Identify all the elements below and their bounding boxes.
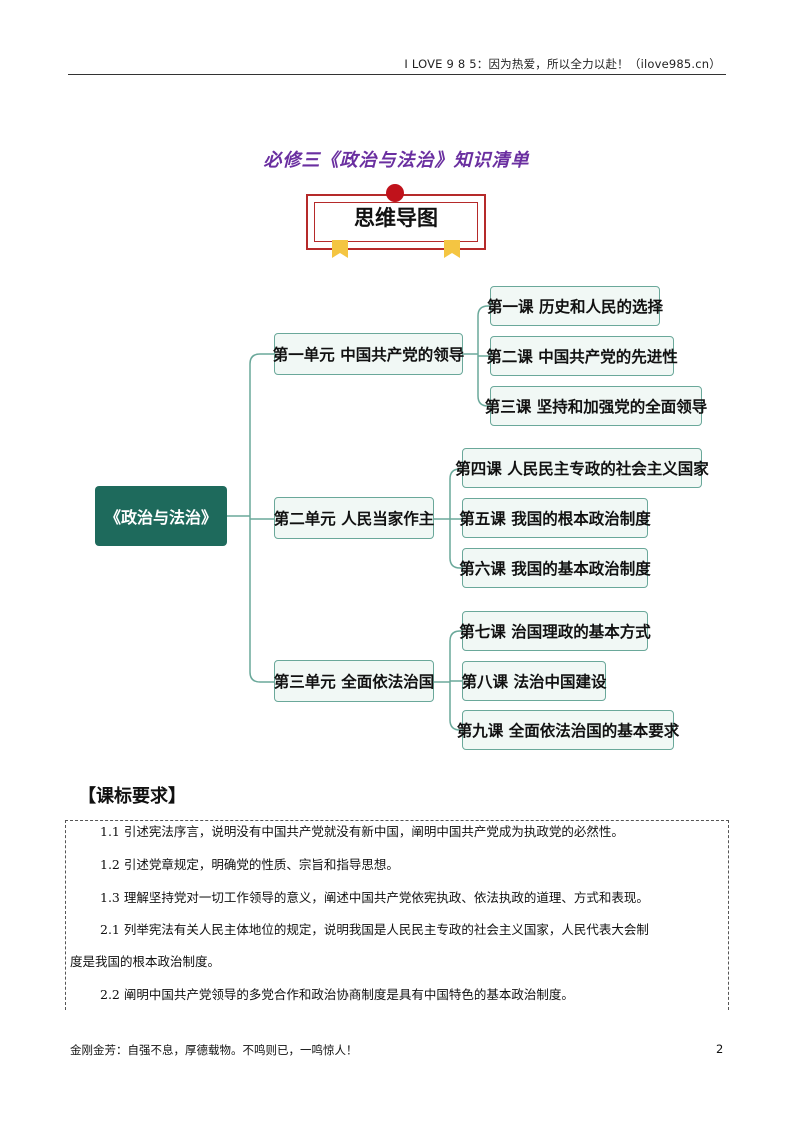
requirements-box [65,820,729,1010]
requirement-2-1: 2.1 列举宪法有关人民主体地位的规定，说明我国是人民民主专政的社会主义国家，人… [100,922,649,937]
document-title: 必修三《政治与法治》知识清单 [263,150,530,171]
lesson-4-node: 第四课 人民民主专政的社会主义国家 [455,448,709,488]
curriculum-requirements-heading: 【课标要求】 [78,786,186,807]
mind-map-badge: 思维导图 [306,184,486,258]
red-pin-icon [386,184,404,202]
lesson-8-node: 第八课 法治中国建设 [462,661,606,701]
lesson-3-node: 第三课 坚持和加强党的全面领导 [485,386,707,426]
mind-map-connectors [227,305,490,731]
unit-1-node: 第一单元 中国共产党的领导 [273,333,464,375]
lesson-1-node: 第一课 历史和人民的选择 [487,286,663,326]
requirement-2-1-continued: 度是我国的根本政治制度。 [70,954,221,969]
mind-map-root: 《政治与法治》 [95,486,227,546]
lesson-2-node: 第二课 中国共产党的先进性 [486,336,678,376]
unit-3-node: 第三单元 全面依法治国 [274,660,434,702]
page-number: 2 [716,1042,724,1056]
requirement-1-2: 1.2 引述党章规定，明确党的性质、宗旨和指导思想。 [100,857,399,872]
badge-label: 思维导图 [354,206,438,230]
ribbon-icon-left [332,240,348,258]
requirement-1-3: 1.3 理解坚持党对一切工作领导的意义，阐述中国共产党依宪执政、依法执政的道理、… [100,890,649,905]
footer-motto: 金刚金芳：自强不息，厚德载物。不鸣则已，一鸣惊人！ [70,1043,358,1057]
requirement-2-2: 2.2 阐明中国共产党领导的多党合作和政治协商制度是具有中国特色的基本政治制度。 [100,987,574,1002]
mind-map: 《政治与法治》 第一单元 中国共产党的领导 第二单元 人民当家作主 第三单元 全… [95,286,709,750]
page-header: I LOVE 9 8 5：因为热爱，所以全力以赴！（ilove985.cn） [404,57,721,71]
ribbon-icon-right [444,240,460,258]
header-divider [68,74,726,75]
lesson-6-node: 第六课 我国的基本政治制度 [459,548,651,588]
unit-2-node: 第二单元 人民当家作主 [274,497,434,539]
requirement-1-1: 1.1 引述宪法序言，说明没有中国共产党就没有新中国，阐明中国共产党成为执政党的… [100,824,624,839]
lesson-7-node: 第七课 治国理政的基本方式 [459,611,651,651]
lesson-9-node: 第九课 全面依法治国的基本要求 [457,710,679,750]
badge-inner-frame [314,202,478,242]
lesson-5-node: 第五课 我国的根本政治制度 [459,498,651,538]
